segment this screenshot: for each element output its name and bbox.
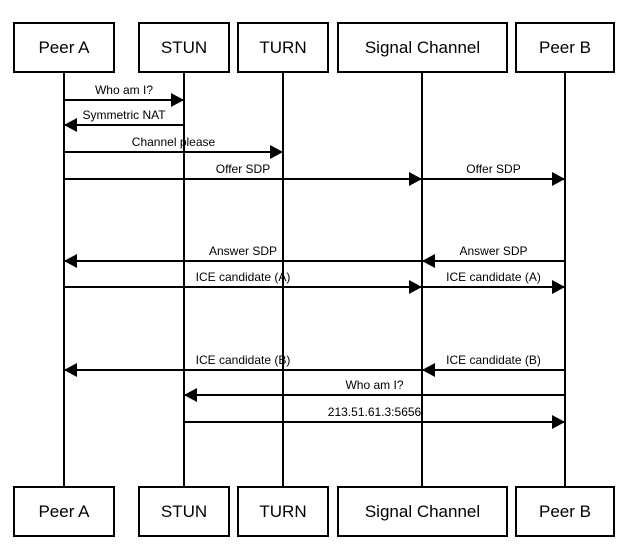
message-arrow-line bbox=[64, 286, 422, 288]
message-label: ICE candidate (B) bbox=[195, 353, 291, 367]
actor-box-peer-b-bottom: Peer B bbox=[515, 486, 615, 537]
message-arrow-line bbox=[422, 178, 565, 180]
actor-box-peer-a-top: Peer A bbox=[13, 22, 115, 73]
actor-box-signal-channel-bottom: Signal Channel bbox=[337, 486, 508, 537]
message-label: ICE candidate (A) bbox=[195, 270, 291, 284]
message-label: Offer SDP bbox=[215, 162, 271, 176]
message-arrow-line bbox=[422, 260, 565, 262]
message-label: Symmetric NAT bbox=[82, 108, 166, 122]
message-arrow-head bbox=[422, 254, 435, 268]
message-arrow-head bbox=[552, 415, 565, 429]
lifeline-turn bbox=[282, 72, 284, 486]
message-label: ICE candidate (B) bbox=[446, 353, 541, 367]
actor-label: STUN bbox=[160, 502, 208, 521]
message-arrow-head bbox=[409, 280, 422, 294]
message-label: 213.51.61.3:5656 bbox=[327, 405, 422, 419]
lifeline-stun bbox=[183, 72, 185, 486]
message-arrow-line bbox=[64, 151, 283, 153]
message-label: Answer SDP bbox=[208, 244, 278, 258]
message-arrow-line bbox=[184, 394, 565, 396]
message-arrow-head bbox=[409, 172, 422, 186]
actor-box-stun-bottom: STUN bbox=[138, 486, 230, 537]
lifeline-peer-b bbox=[564, 72, 566, 486]
message-arrow-line bbox=[64, 124, 184, 126]
message-label: Offer SDP bbox=[466, 162, 521, 176]
actor-label: Peer B bbox=[539, 502, 591, 521]
message-arrow-line bbox=[184, 421, 565, 423]
message-arrow-head bbox=[552, 280, 565, 294]
actor-label: TURN bbox=[259, 502, 307, 521]
message-arrow-line bbox=[422, 369, 565, 371]
message-arrow-line bbox=[64, 178, 422, 180]
lifeline-peer-a bbox=[63, 72, 65, 486]
message-label: Who am I? bbox=[345, 378, 404, 392]
actor-label: Peer A bbox=[38, 502, 90, 521]
message-arrow-head bbox=[64, 254, 77, 268]
message-arrow-line bbox=[64, 369, 422, 371]
message-label: Channel please bbox=[131, 135, 216, 149]
message-arrow-head bbox=[64, 363, 77, 377]
actor-box-peer-a-bottom: Peer A bbox=[13, 486, 115, 537]
message-label: Answer SDP bbox=[459, 244, 528, 258]
message-arrow-head bbox=[184, 388, 197, 402]
message-label: ICE candidate (A) bbox=[446, 270, 541, 284]
actor-box-stun-top: STUN bbox=[138, 22, 230, 73]
actor-box-signal-channel-top: Signal Channel bbox=[337, 22, 508, 73]
message-label: Who am I? bbox=[94, 83, 154, 97]
actor-label: Peer A bbox=[38, 38, 90, 57]
message-arrow-head bbox=[171, 93, 184, 107]
message-arrow-head bbox=[552, 172, 565, 186]
actor-label: Signal Channel bbox=[364, 502, 481, 521]
message-arrow-head bbox=[64, 118, 77, 132]
actor-label: Peer B bbox=[539, 38, 591, 57]
lifeline-signal-channel bbox=[421, 72, 423, 486]
message-arrow-head bbox=[270, 145, 283, 159]
message-arrow-line bbox=[64, 260, 422, 262]
actor-box-turn-top: TURN bbox=[237, 22, 329, 73]
message-arrow-line bbox=[64, 99, 184, 101]
actor-label: TURN bbox=[259, 38, 307, 57]
actor-box-turn-bottom: TURN bbox=[237, 486, 329, 537]
actor-label: STUN bbox=[160, 38, 208, 57]
message-arrow-head bbox=[422, 363, 435, 377]
message-arrow-line bbox=[422, 286, 565, 288]
actor-box-peer-b-top: Peer B bbox=[515, 22, 615, 73]
actor-label: Signal Channel bbox=[364, 38, 481, 57]
